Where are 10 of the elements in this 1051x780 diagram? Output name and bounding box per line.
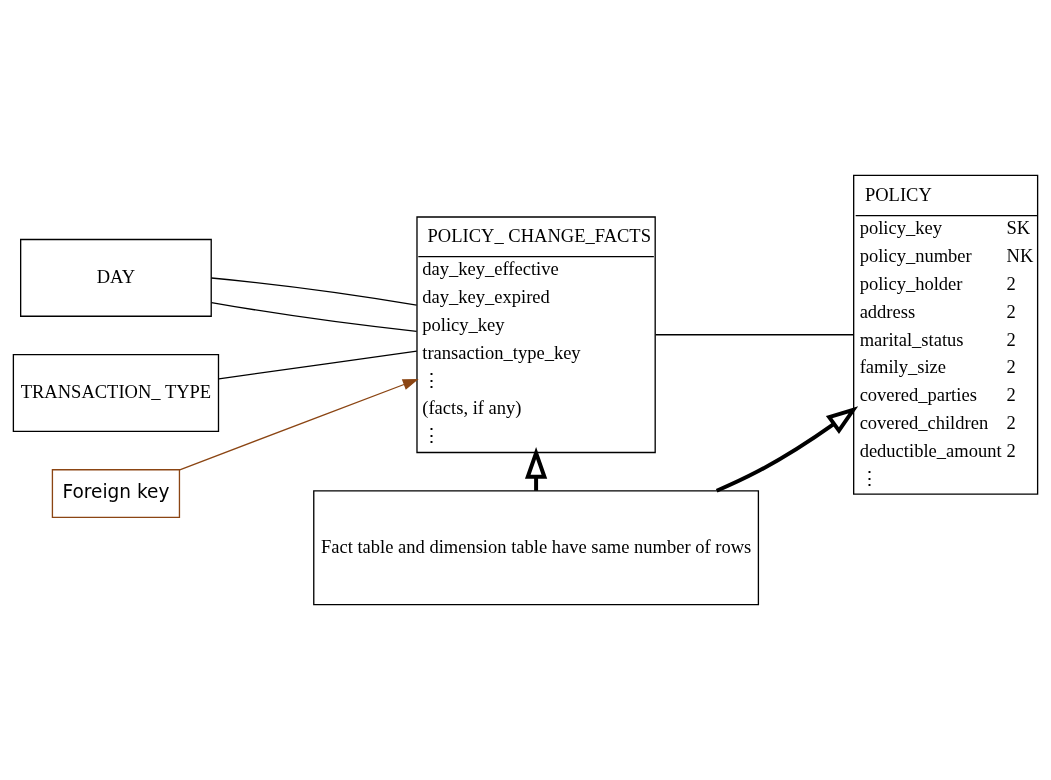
connector xyxy=(655,334,855,336)
node-box: Foreign key xyxy=(51,469,181,519)
arrow xyxy=(179,378,419,471)
node-box: Fact table and dimension table have same number of rows xyxy=(313,490,760,606)
node-box: TRANSACTION_ TYPE xyxy=(12,353,220,432)
connector xyxy=(210,277,418,306)
node-box: DAY xyxy=(20,238,212,317)
connector xyxy=(218,350,418,380)
connector xyxy=(210,301,418,332)
arrow xyxy=(715,406,859,493)
